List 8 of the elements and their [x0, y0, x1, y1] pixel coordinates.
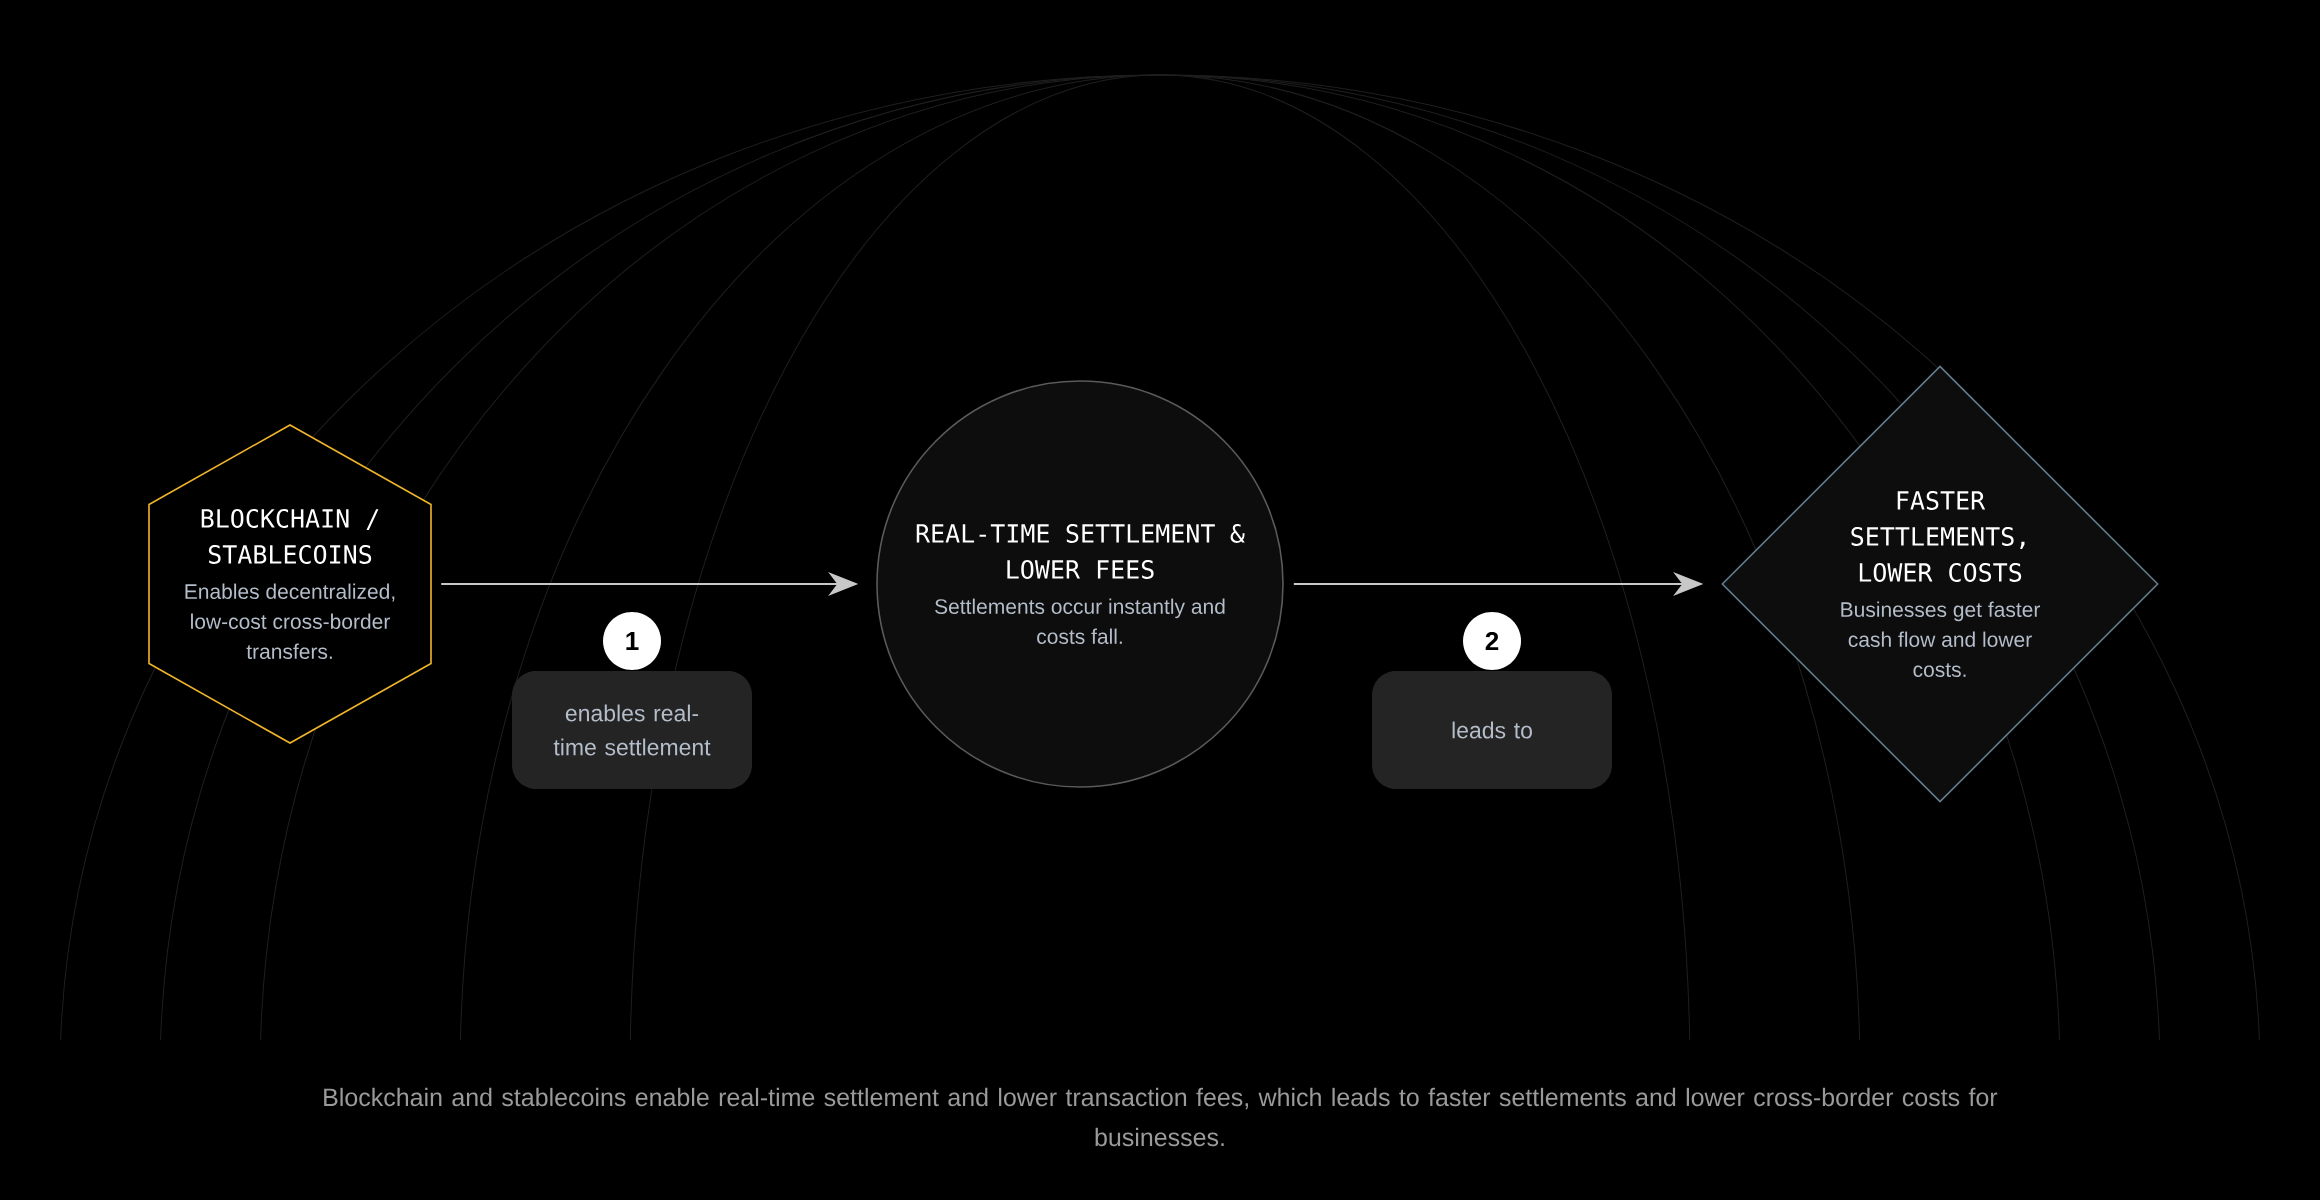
- note-box: enables real-time settlement: [512, 671, 752, 789]
- step-number: 2: [1463, 612, 1521, 670]
- diamond-node: FASTER SETTLEMENTS, LOWER COSTS Businesses get faster cash flow and lower costs.: [1721, 365, 2159, 803]
- caption: Blockchain and stablecoins enable real-time settlement and lower transaction fees, which leads to faster settlements and lower cross-border costs for businesses.: [324, 1087, 1998, 1147]
- note-box: leads to: [1372, 671, 1612, 789]
- step-number: 1: [603, 612, 661, 670]
- hexagon-node: BLOCKCHAIN / STABLECOINS Enables decentralized, low-cost cross-border transfers.: [148, 424, 432, 744]
- circle-node: REAL-TIME SETTLEMENT & LOWER FEES Settlements occur instantly and costs fall.: [876, 380, 1284, 788]
